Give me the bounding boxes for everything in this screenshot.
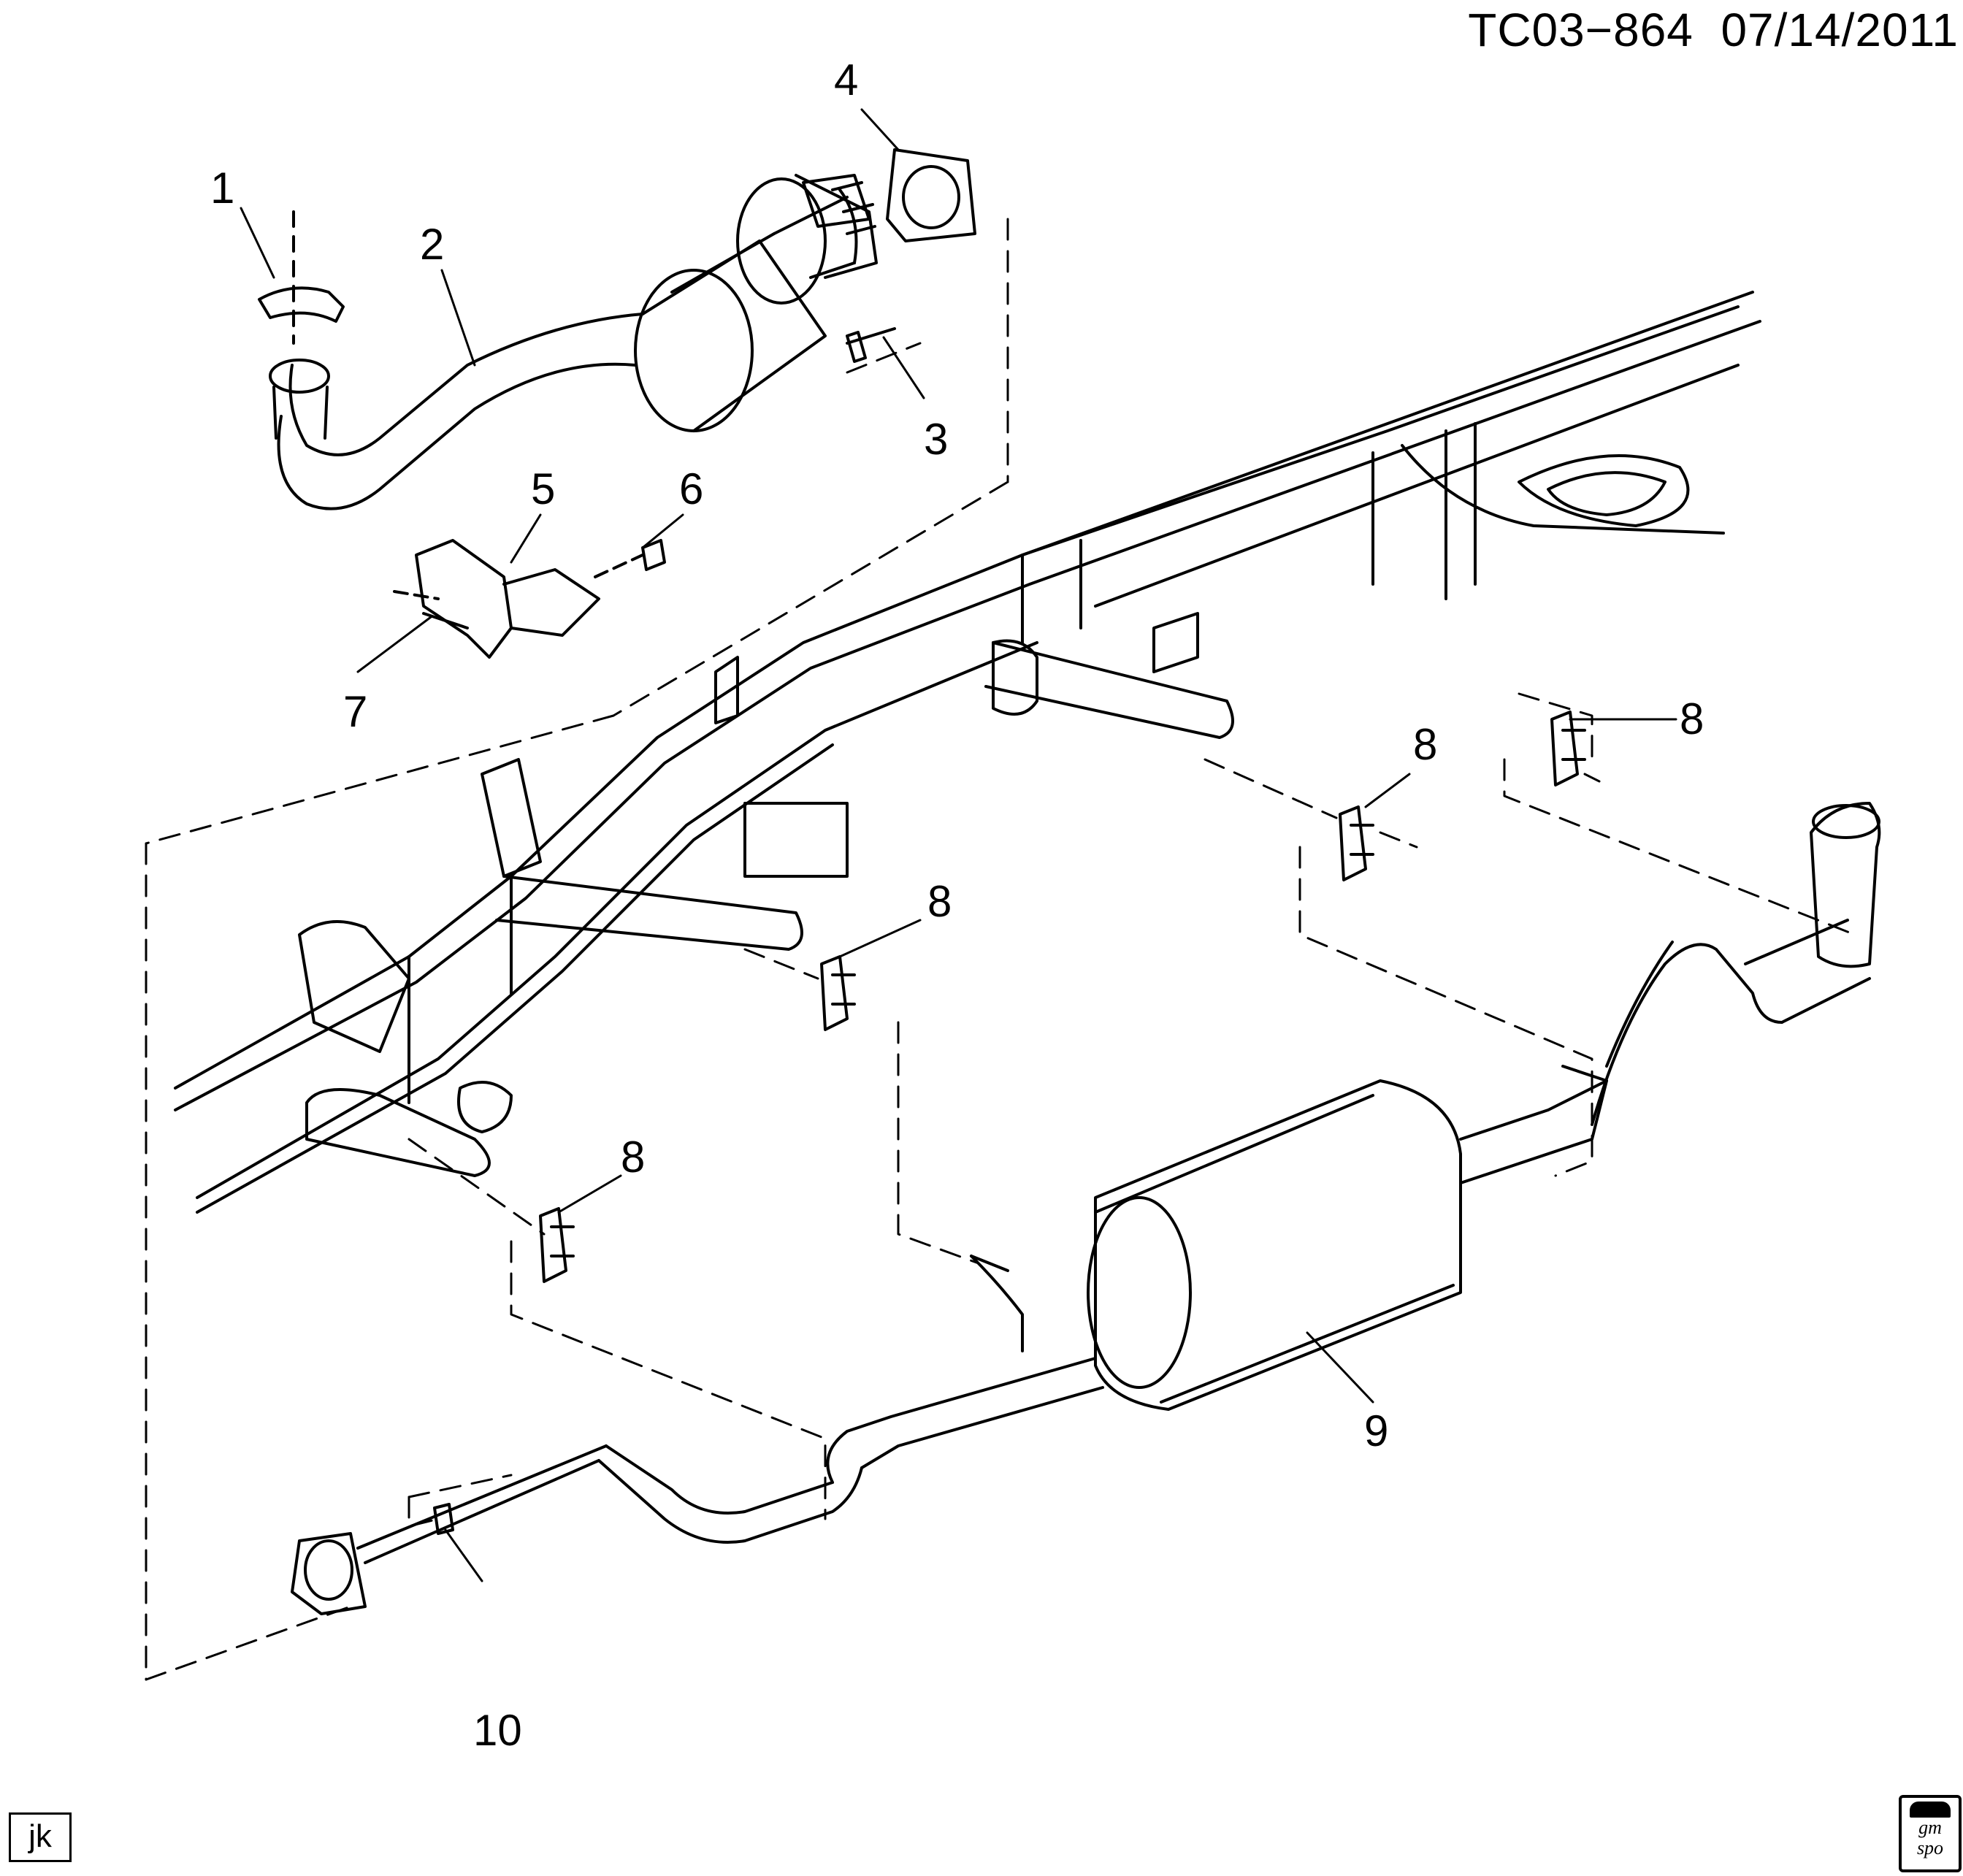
flange-gasket: [802, 148, 976, 242]
callout-7: 7: [343, 687, 368, 736]
drawing-code: TC03−864: [1468, 4, 1694, 56]
muffler-assembly: [291, 802, 1881, 1615]
nut: [433, 1503, 454, 1535]
insulator-middle: [820, 955, 856, 1031]
callout-8-mid-right: 8: [1413, 720, 1438, 769]
callout-8-lower-left: 8: [621, 1133, 646, 1182]
logo-block: [1910, 1802, 1951, 1818]
insulator-upper-right: [1550, 711, 1586, 786]
callout-leaders: [240, 108, 1677, 1582]
initials-badge: jk: [9, 1812, 72, 1862]
callout-3: 3: [924, 415, 949, 464]
callout-4: 4: [834, 55, 859, 104]
logo-text-bottom: spo: [1916, 1837, 1944, 1858]
assembly-dash-lines: [145, 218, 1856, 1681]
gm-spo-logo: gm spo: [1899, 1795, 1962, 1872]
callout-10: 10: [473, 1706, 522, 1755]
callout-6: 6: [679, 464, 704, 513]
hanger-bracket: [393, 539, 666, 659]
exhaust-clamp: [258, 210, 345, 345]
callout-2: 2: [420, 220, 445, 269]
frame-rail-right: [1021, 305, 1740, 608]
catalytic-converter-pipe: [269, 174, 878, 510]
callout-9: 9: [1364, 1406, 1389, 1455]
drawing-date: 07/14/2011: [1721, 4, 1959, 56]
callout-8-middle: 8: [927, 877, 952, 926]
frame-cross-members: [298, 612, 1234, 1177]
callout-8-upper-right: 8: [1680, 694, 1704, 743]
logo-text-top: gm: [1918, 1817, 1942, 1838]
callout-5: 5: [531, 464, 556, 513]
bolt: [846, 327, 896, 363]
drawing-reference: TC03−864 07/14/2011: [1468, 3, 1959, 57]
insulator-mid-right: [1339, 805, 1374, 881]
callout-1: 1: [210, 164, 235, 213]
insulator-lower-left: [539, 1207, 575, 1283]
frame-rail-left: [174, 291, 1761, 1214]
